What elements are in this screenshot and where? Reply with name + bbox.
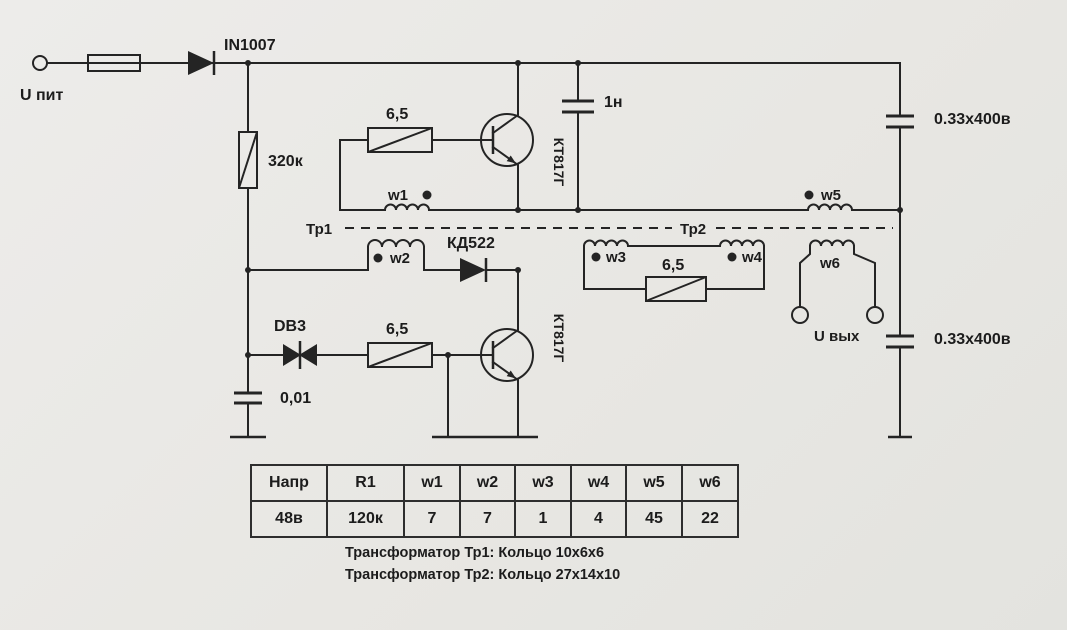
resistor-load-label: 6,5 bbox=[662, 257, 684, 274]
input-voltage-label: U пит bbox=[20, 87, 64, 104]
table-value-cell: 45 bbox=[625, 500, 683, 538]
capacitor-001-symbol bbox=[234, 391, 262, 405]
winding-w1-coil bbox=[383, 203, 431, 212]
winding-w2-label: w2 bbox=[389, 250, 410, 267]
winding-w4-coil bbox=[718, 239, 766, 248]
resistor-bottom-symbol bbox=[367, 342, 433, 368]
resistor-load-symbol bbox=[645, 276, 707, 302]
table-header-cell: w1 bbox=[403, 464, 461, 502]
table-header-cell: Напр bbox=[250, 464, 328, 502]
table-header-cell: w6 bbox=[681, 464, 739, 502]
winding-coils bbox=[366, 203, 856, 249]
input-terminal bbox=[32, 55, 48, 71]
winding-w6-coil bbox=[808, 239, 856, 248]
output-voltage-label: U вых bbox=[814, 328, 860, 345]
resistor-320k-label: 320к bbox=[268, 153, 304, 170]
table-value-cell: 4 bbox=[570, 500, 627, 538]
table-value-cell: 1 bbox=[514, 500, 572, 538]
table-header-row: Напр R1 w1 w2 w3 w4 w5 w6 bbox=[250, 464, 739, 502]
winding-w6-label: w6 bbox=[819, 255, 840, 272]
table-value-cell: 48в bbox=[250, 500, 328, 538]
resistor-top-symbol bbox=[367, 127, 433, 153]
table-header-cell: w2 bbox=[459, 464, 516, 502]
capacitor-1n-label: 1н bbox=[604, 94, 623, 111]
transistor-bottom-label: КТ817Г bbox=[551, 314, 567, 363]
winding-w3-label: w3 bbox=[605, 249, 626, 266]
note-transformer1: Трансформатор Тр1: Кольцо 10х6х6 bbox=[345, 545, 605, 561]
junction-dots bbox=[245, 60, 903, 358]
transistor-top-symbol bbox=[480, 62, 534, 211]
table-header-cell: w5 bbox=[625, 464, 683, 502]
diac-db3-symbol bbox=[283, 341, 317, 369]
table-value-cell: 7 bbox=[403, 500, 461, 538]
notes: Трансформатор Тр1: Кольцо 10х6х6 Трансфо… bbox=[345, 542, 620, 586]
table-header-cell: w4 bbox=[570, 464, 627, 502]
capacitor-rail-top-symbol bbox=[886, 114, 914, 129]
diac-db3-label: DB3 bbox=[274, 318, 306, 335]
table-value-cell: 120к bbox=[326, 500, 405, 538]
winding-w4-label: w4 bbox=[741, 249, 763, 266]
table-header-cell: w3 bbox=[514, 464, 572, 502]
winding-w5-coil bbox=[806, 203, 854, 212]
resistor-320k-symbol bbox=[238, 131, 258, 189]
table-value-cell: 22 bbox=[681, 500, 739, 538]
winding-phase-dots bbox=[373, 190, 814, 263]
capacitor-rail-bottom-label: 0.33х400в bbox=[934, 331, 1011, 348]
wires bbox=[46, 62, 901, 438]
fuse-symbol bbox=[87, 54, 141, 72]
diode-kd522-label: КД522 bbox=[447, 235, 495, 252]
winding-w5-label: w5 bbox=[820, 187, 841, 204]
winding-table: Напр R1 w1 w2 w3 w4 w5 w6 48в 120к 7 7 1… bbox=[250, 464, 739, 538]
capacitor-001-label: 0,01 bbox=[280, 390, 311, 407]
diode-in1007-symbol bbox=[188, 51, 216, 75]
transformer1-label: Тр1 bbox=[306, 221, 332, 238]
table-value-row: 48в 120к 7 7 1 4 45 22 bbox=[250, 500, 739, 538]
capacitor-rail-bottom-symbol bbox=[886, 334, 914, 349]
capacitor-1n-symbol bbox=[562, 99, 594, 114]
resistor-top-label: 6,5 bbox=[386, 106, 408, 123]
winding-w2-coil bbox=[366, 239, 426, 249]
note-transformer2: Трансформатор Тр2: Кольцо 27х14х10 bbox=[345, 567, 621, 583]
output-terminal-right bbox=[866, 306, 884, 324]
table-header-cell: R1 bbox=[326, 464, 405, 502]
winding-w1-label: w1 bbox=[387, 187, 408, 204]
resistor-bottom-label: 6,5 bbox=[386, 321, 408, 338]
transistor-top-label: КТ817Г bbox=[551, 138, 567, 187]
diode-in1007-label: IN1007 bbox=[224, 37, 276, 54]
capacitor-rail-top-label: 0.33х400в bbox=[934, 111, 1011, 128]
diode-kd522-symbol bbox=[460, 258, 488, 282]
transistor-bottom-symbol bbox=[480, 269, 534, 438]
transformer2-label: Тр2 bbox=[680, 221, 706, 238]
output-terminal-left bbox=[791, 306, 809, 324]
table-value-cell: 7 bbox=[459, 500, 516, 538]
winding-w3-coil bbox=[582, 239, 630, 248]
